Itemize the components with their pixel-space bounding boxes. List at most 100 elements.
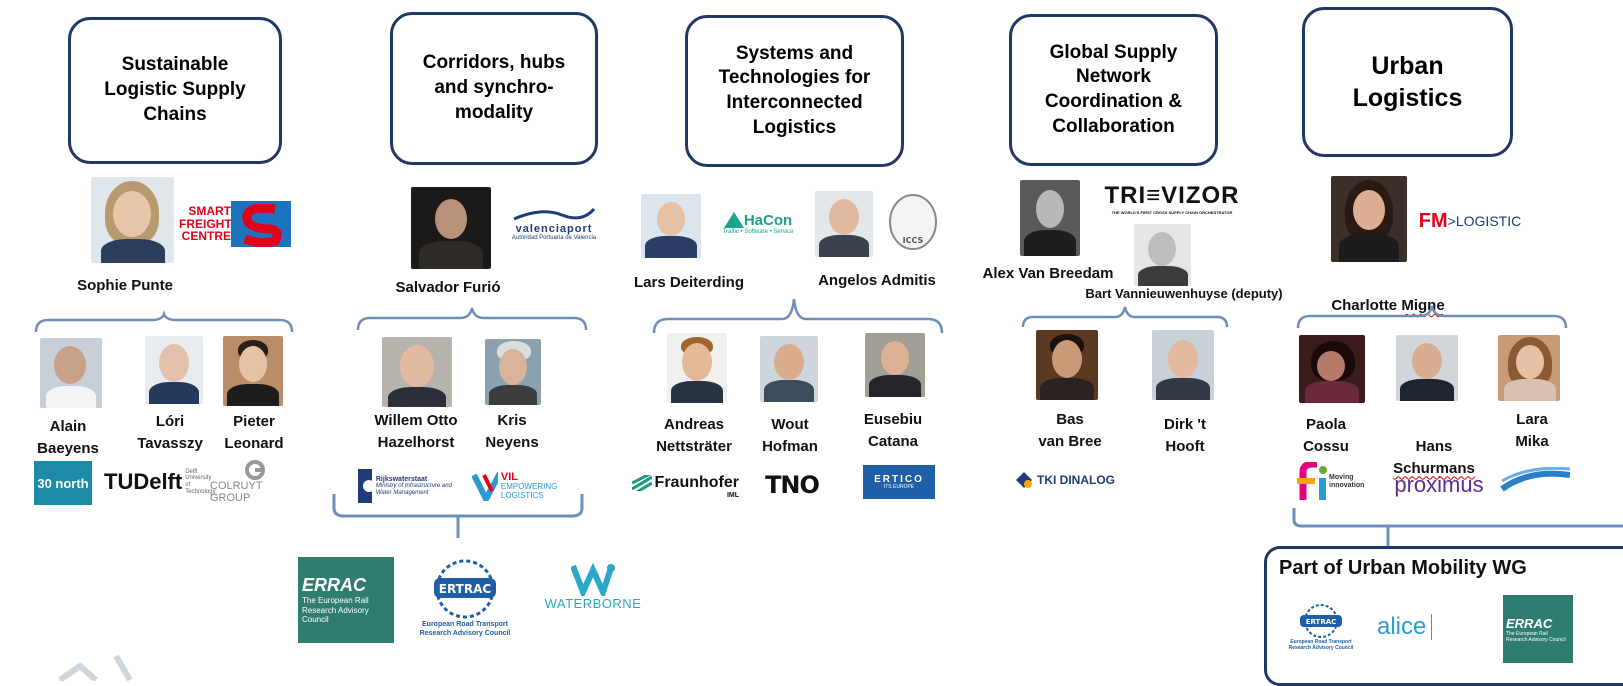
trivizor-logo: TRI≡VIZOR THE WORLD'S FIRST CROSS SUPPLY… xyxy=(1104,181,1240,215)
errac-small-logo: ERRAC The European Rail Research Advisor… xyxy=(1503,595,1573,663)
iccs-logo: ICCS xyxy=(886,192,940,252)
colruyt-g-icon xyxy=(245,460,265,480)
member-name-kris-neyens: Kris Neyens xyxy=(485,412,539,451)
smart-freight-centre-logo: SMART FREIGHT CENTRE xyxy=(178,200,292,248)
deputy-photo-bart-vannieuwenhuyse xyxy=(1134,224,1191,286)
brace-corridors xyxy=(356,307,588,331)
corner-arrow-icon xyxy=(58,654,133,681)
moving-innovation-logo: Moving innovation xyxy=(1295,462,1375,502)
member-name-wout-hofman: Wout Hofman xyxy=(762,416,818,455)
hacon-mark-icon xyxy=(723,212,744,228)
member-name-bas-van-bree: Bas van Bree xyxy=(1038,411,1102,450)
svg-text:ICCS: ICCS xyxy=(903,236,924,245)
fraunhofer-mark-icon xyxy=(631,474,652,491)
fm-logistic-logo: FM > LOGISTIC xyxy=(1418,209,1522,232)
ertrac-small-logo: ERTRAC European Road Transport Research … xyxy=(1273,595,1369,659)
valenciaport-wave-icon xyxy=(513,207,596,221)
vil-logo: VIL EMPOWERING LOGISTICS xyxy=(472,466,578,506)
lead-photo-lars-deiterding xyxy=(641,194,701,258)
svg-text:ERTRAC: ERTRAC xyxy=(1306,618,1337,626)
member-photo-bas-van-bree xyxy=(1036,330,1098,400)
member-photo-pieter-leonard xyxy=(223,336,283,406)
member-name-willem-otto-hazelhorst: Willem Otto Hazelhorst xyxy=(374,412,458,451)
title-text: Global Supply Network Coordination & Col… xyxy=(1044,41,1183,137)
brace-systems xyxy=(652,298,944,334)
title-text: Corridors, hubs and synchro- modality xyxy=(422,52,566,123)
member-photo-paola-cossu xyxy=(1299,335,1365,403)
waterborne-w-icon xyxy=(571,562,615,596)
member-name-lara-mika: Lara Mika xyxy=(1515,411,1549,450)
lead-photo-sophie-punte xyxy=(91,177,174,263)
member-name-pieter-leonard: Pieter Leonard xyxy=(224,413,284,452)
hacon-logo: HaCon Traffic • Software • Service xyxy=(722,211,794,235)
part-of-urban-mobility-box: Part of Urban Mobility WG ERTRAC Europea… xyxy=(1264,546,1623,686)
iccs-emblem-icon: ICCS xyxy=(889,194,937,250)
ertrac-emblem-icon: ERTRAC xyxy=(434,559,496,619)
title-text: Systems and Technologies for Interconnec… xyxy=(718,42,871,138)
title-text: Urban Logistics xyxy=(1352,51,1463,113)
tu-delft-logo: TUDelft Delft University of Technology xyxy=(104,468,216,495)
brace-global xyxy=(1021,306,1229,328)
lead-name-lars-deiterding: Lars Deiterding xyxy=(633,274,745,291)
lead-photo-charlotte-migne xyxy=(1331,176,1407,262)
member-name-paola-cossu: Paola Cossu xyxy=(1303,416,1349,455)
vil-v-icon xyxy=(472,471,498,501)
lead-name-angelos-admitis: Angelos Admitis xyxy=(818,272,936,289)
waterborne-platform-logo: WATERBORNE xyxy=(540,555,646,617)
ministry-emblem-icon xyxy=(358,469,372,503)
member-photo-kris-neyens xyxy=(485,339,541,405)
wave-logo xyxy=(1500,462,1570,500)
member-name-andreas-nettstraeter: Andreas Nettsträter xyxy=(656,416,732,455)
title-box-systems: Systems and Technologies for Interconnec… xyxy=(685,15,904,167)
member-photo-willem-otto-hazelhorst xyxy=(382,337,452,407)
member-photo-lara-mika xyxy=(1498,335,1560,401)
lead-name-salvador-furio: Salvador Furió xyxy=(395,279,501,296)
member-photo-alain-baeyens xyxy=(40,338,102,408)
errac-platform-logo: ERRAC The European Rail Research Advisor… xyxy=(298,557,394,643)
lead-name-sophie-punte: Sophie Punte xyxy=(77,277,173,294)
alice-tagline xyxy=(1437,624,1471,630)
tki-dinalog-logo: TKI DINALOG xyxy=(1014,466,1132,494)
part-of-label: Part of Urban Mobility WG xyxy=(1279,557,1527,579)
ertrac-platform-logo: ERTRAC European Road Transport Research … xyxy=(400,548,530,648)
title-box-corridors: Corridors, hubs and synchro- modality xyxy=(390,12,598,165)
member-photo-wout-hofman xyxy=(760,336,818,402)
lead-photo-salvador-furio xyxy=(411,187,491,269)
ertico-logo: ERTICO ITS EUROPE xyxy=(863,465,935,499)
smart-freight-text: SMART FREIGHT CENTRE xyxy=(179,204,232,244)
member-photo-andreas-nettstraeter xyxy=(667,333,727,403)
fit-mark-icon xyxy=(1297,462,1327,500)
title-box-sustainable: Sustainable Logistic Supply Chains xyxy=(68,17,282,164)
deputy-name-bart-vannieuwenhuyse: Bart Vannieuwenhuyse (deputy) xyxy=(1085,286,1283,301)
title-text: Sustainable Logistic Supply Chains xyxy=(104,54,246,125)
ertrac-small-emblem-icon: ERTRAC xyxy=(1300,604,1342,638)
member-name-dirk-t-hooft: Dirk 't Hooft xyxy=(1164,416,1206,455)
alice-logo: alice xyxy=(1377,607,1487,647)
tki-dinalog-mark-icon xyxy=(1016,472,1032,488)
lead-name-alex-van-breedam: Alex Van Breedam xyxy=(982,265,1114,282)
title-box-urban: Urban Logistics xyxy=(1302,7,1513,157)
fm-arrow: > xyxy=(1447,213,1456,229)
fraunhofer-logo: Fraunhofer IML xyxy=(625,468,739,504)
member-photo-dirk-t-hooft xyxy=(1152,330,1214,400)
smart-freight-s-icon xyxy=(231,201,291,247)
lead-photo-alex-van-breedam xyxy=(1020,180,1080,256)
member-photo-eusebiu-catana xyxy=(865,333,925,397)
brace-sustainable xyxy=(34,310,294,333)
colruyt-group-logo: COLRUYT GROUP xyxy=(210,460,300,504)
tno-logo: TNO xyxy=(765,471,820,499)
thirty-north-logo: 30 north xyxy=(34,461,92,505)
title-box-global: Global Supply Network Coordination & Col… xyxy=(1009,14,1218,166)
member-name-eusebiu-catana: Eusebiu Catana xyxy=(863,411,923,450)
lead-photo-angelos-admitis xyxy=(815,191,873,257)
brace-urban xyxy=(1296,305,1568,329)
rijkswaterstaat-logo: Rijkswaterstaat Ministry of Infrastructu… xyxy=(358,466,458,506)
valenciaport-logo: valenciaport Autoridad Portuaria de Vale… xyxy=(505,198,603,250)
member-photo-lori-tavasszy xyxy=(145,336,203,404)
svg-text:ERTRAC: ERTRAC xyxy=(439,582,492,596)
wave-swoosh-icon xyxy=(1500,467,1570,492)
proximus-logo: proximus xyxy=(1394,472,1484,497)
member-photo-hans-schurmans xyxy=(1396,335,1458,401)
member-name-alain-baeyens: Alain Baeyens xyxy=(37,418,99,457)
